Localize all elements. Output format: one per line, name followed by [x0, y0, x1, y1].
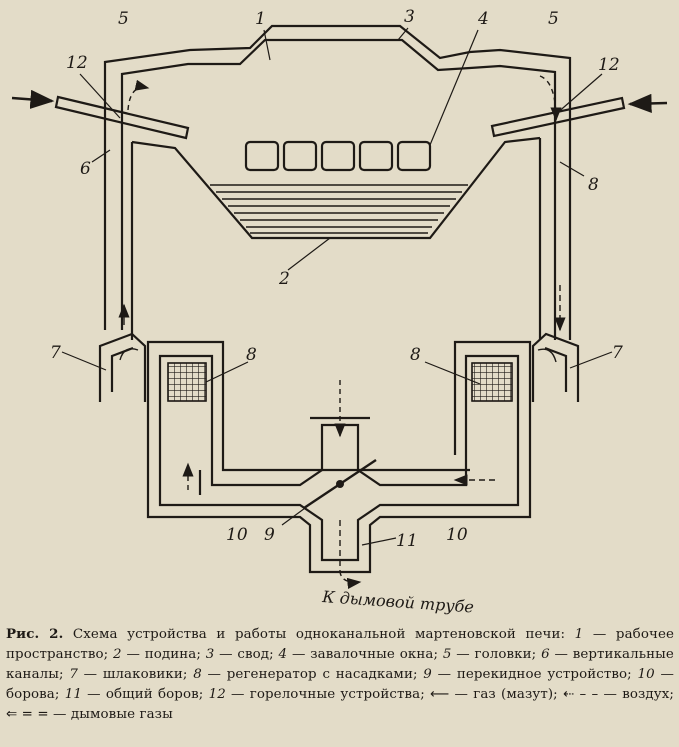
label-7-left: 7 [50, 343, 61, 363]
to-chimney-label: К дымовой трубе [321, 587, 475, 617]
label-2: 2 [278, 269, 290, 289]
legend-gas-arrow: ⟵ [430, 687, 450, 702]
caption-item-dash: — [451, 647, 475, 662]
caption-item-number: 6 [541, 647, 550, 662]
caption-items: 1 — рабочее пространство; 2 — подина; 3 … [6, 627, 674, 702]
label-7-right: 7 [612, 343, 623, 363]
caption-item-dash: — [77, 667, 103, 682]
label-9: 9 [264, 525, 275, 545]
caption-item-number: 3 [205, 647, 215, 662]
caption-item-dash: — [549, 647, 573, 662]
smoke-flow-arrow-right [539, 75, 562, 122]
caption-item-text: свод; [237, 647, 279, 662]
caption-item-text: вертикальные каналы; [6, 647, 674, 682]
legend-gas-dash: — [454, 687, 469, 702]
caption-item-number: 11 [64, 687, 82, 702]
caption-item-text: борова; [6, 687, 65, 702]
legend-air: воздух; [622, 687, 674, 702]
burner-right [490, 93, 668, 138]
label-10-right: 10 [446, 525, 468, 545]
caption-item-number: 7 [69, 667, 78, 682]
caption-item-dash: — [654, 667, 674, 682]
caption-item-number: 2 [113, 647, 122, 662]
left-slag-pocket [98, 332, 147, 402]
label-8-top: 8 [588, 175, 599, 195]
caption-item-text: рабочее пространство; [6, 627, 674, 662]
caption-item-dash: — [121, 647, 145, 662]
label-6: 6 [80, 159, 91, 179]
label-8-right: 8 [410, 345, 421, 365]
caption-item-text: регенератор с насадками; [226, 667, 424, 682]
caption-item-text: подина; [144, 647, 206, 662]
label-5-right: 5 [548, 9, 559, 29]
flues-and-reversing-valve [146, 416, 532, 574]
caption-item-text: перекидное устройство; [456, 667, 638, 682]
caption-item-text: горелочные устройства; [249, 687, 431, 702]
label-4: 4 [477, 9, 489, 29]
caption-item-dash: — [81, 687, 106, 702]
label-10-left: 10 [226, 525, 248, 545]
legend-gas: газ (мазут); [473, 687, 558, 702]
caption-item-number: 8 [193, 667, 202, 682]
caption-item-number: 12 [208, 687, 226, 702]
caption-item-dash: — [214, 647, 238, 662]
right-regenerator [453, 340, 532, 505]
leader-lines [61, 27, 613, 546]
caption-item-dash: — [201, 667, 227, 682]
caption-item-dash: — [583, 627, 616, 642]
label-8-left: 8 [246, 345, 257, 365]
label-12-left: 12 [66, 53, 88, 73]
furnace-outer-shell [103, 24, 572, 340]
label-12-right: 12 [598, 55, 620, 75]
label-1: 1 [255, 9, 266, 29]
label-5-left: 5 [118, 9, 129, 29]
legend-smoke-dash: — [53, 707, 67, 722]
caption-item-number: 10 [637, 667, 655, 682]
label-11: 11 [396, 531, 418, 551]
figure-caption: Рис. 2. Схема устройства и работы однока… [6, 624, 674, 725]
caption-item-text: головки; [474, 647, 542, 662]
legend-smoke: дымовые газы [70, 707, 173, 722]
burner-left [11, 89, 190, 140]
caption-item-text: завалочные окна; [310, 647, 443, 662]
label-3: 3 [404, 7, 415, 27]
legend-air-dash: — [603, 687, 617, 702]
furnace-diagram: 1 3 4 5 5 12 12 6 8 2 7 7 8 8 9 10 10 11… [11, 7, 668, 617]
figure-number: Рис. 2. [6, 626, 64, 642]
caption-item-number: 4 [278, 647, 288, 662]
figure-title: Схема устройства и работы одноканальной … [72, 627, 566, 642]
caption-item-number: 5 [442, 647, 452, 662]
caption-item-dash: — [287, 647, 311, 662]
left-regenerator [146, 340, 470, 505]
air-flow-arrow-left [127, 79, 150, 111]
legend-smoke-arrow: ⇐ = = [6, 707, 49, 722]
caption-item-number: 9 [423, 667, 432, 682]
caption-item-dash: — [225, 687, 250, 702]
caption-item-dash: — [431, 667, 457, 682]
legend-air-arrow: ⇠ – – [562, 687, 599, 702]
caption-item-text: общий боров; [105, 687, 209, 702]
charging-windows [244, 140, 432, 172]
smoke-arrow-bottom-valve [339, 520, 362, 589]
caption-item-number: 1 [574, 627, 584, 642]
caption-item-text: шлаковики; [102, 667, 194, 682]
hearth-bath [130, 136, 542, 340]
